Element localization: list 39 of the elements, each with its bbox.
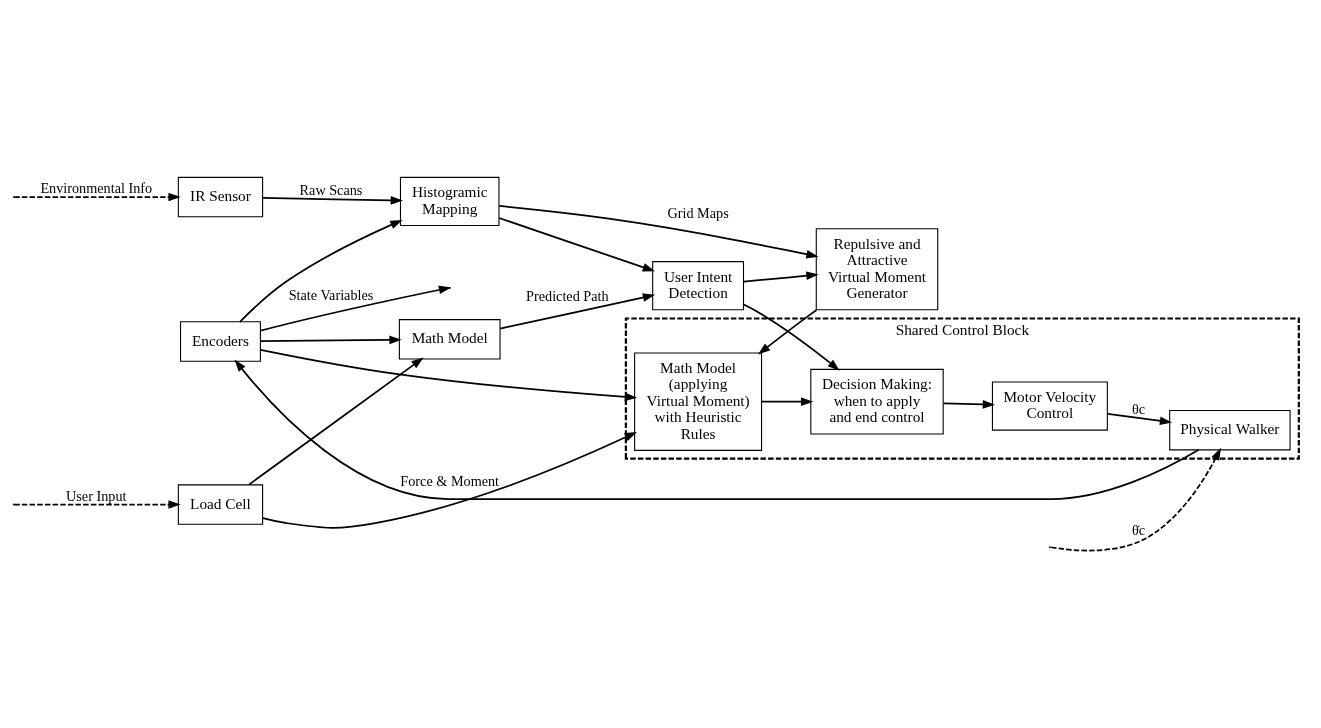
node-box: Repulsive and Attractive Virtual Moment Generator	[815, 228, 939, 311]
arrow	[259, 348, 638, 402]
arrow	[498, 217, 655, 272]
arrow	[742, 303, 840, 371]
node-box: Decision Making: when to apply and end control	[810, 368, 944, 435]
arrow	[248, 357, 424, 486]
arrow	[262, 431, 637, 529]
edge-label: θ̇c	[1131, 521, 1146, 538]
arrow	[499, 293, 656, 330]
arrow	[13, 192, 181, 202]
node-box: Encoders	[180, 321, 261, 362]
arrow	[259, 335, 402, 345]
edge-label: Grid Maps	[667, 205, 729, 222]
node-box: Math Model (applying Virtual Moment) with Heuristic Rules	[634, 352, 763, 451]
edge-label: Raw Scans	[299, 182, 363, 199]
edge-label: Predicted Path	[526, 288, 609, 305]
arrow	[261, 196, 403, 205]
node-box: Physical Walker	[1169, 409, 1291, 451]
arrow	[742, 271, 819, 283]
arrow	[239, 219, 403, 323]
arrow	[259, 285, 452, 332]
arrow	[498, 205, 819, 259]
arrow	[942, 400, 995, 409]
node-box: User Intent Detection	[652, 261, 745, 311]
node-box: IR Sensor	[177, 176, 264, 218]
edge-label: State Variables	[288, 287, 374, 304]
arrow	[761, 397, 814, 406]
arrow	[1106, 412, 1173, 426]
node-box: Load Cell	[177, 484, 264, 525]
edge-label: Environmental Info	[40, 180, 153, 197]
node-box: Histogramic Mapping	[399, 176, 500, 227]
edge-label: Force & Moment	[400, 473, 500, 490]
node-box: Motor Velocity Control	[991, 381, 1108, 431]
arrow	[758, 309, 818, 355]
node-box: Math Model	[398, 319, 501, 360]
arrow	[234, 359, 1200, 500]
edge-label: θc	[1131, 401, 1146, 418]
arrow	[1050, 447, 1221, 552]
edge-label: User Input	[66, 487, 127, 504]
